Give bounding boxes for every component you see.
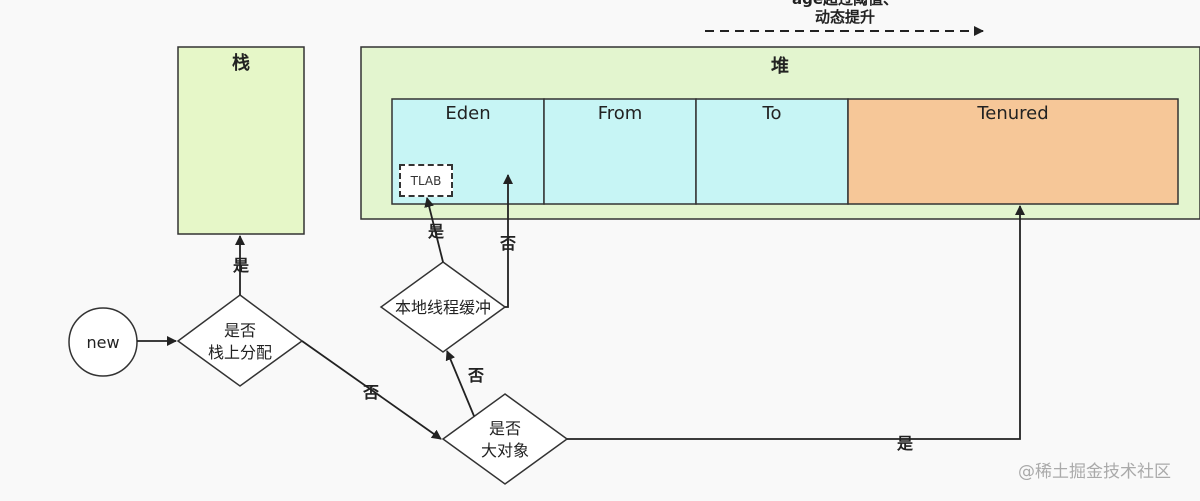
tenured-label: Tenured [977, 103, 1049, 124]
stack-box [177, 46, 305, 235]
from-region [543, 98, 697, 205]
to-label: To [762, 103, 782, 124]
tlab-box: TLAB [399, 164, 453, 197]
edge-buffer-to-tlab [424, 197, 444, 263]
edge-label-big-no: 否 [467, 366, 485, 385]
from-label: From [597, 103, 643, 124]
new-label: new [86, 333, 120, 352]
edge-decision-to-bigobject [301, 340, 442, 440]
promotion-label-line2: 动态提升 [814, 8, 876, 26]
to-region [695, 98, 849, 205]
stack-alloc-decision [176, 294, 304, 387]
stack-title: 栈 [232, 53, 250, 74]
watermark: @稀土掘金技术社区 [1018, 462, 1171, 482]
stack-decision-line2: 栈上分配 [207, 343, 273, 362]
heap-title: 堆 [771, 56, 789, 77]
big-object-line1: 是否 [488, 419, 522, 438]
promotion-label-line1: age超过阈值、 [792, 0, 898, 8]
thread-buffer-label: 本地线程缓冲 [394, 298, 492, 317]
edge-label-big-yes: 是 [896, 434, 914, 453]
big-object-decision [441, 393, 569, 485]
new-node [68, 307, 138, 377]
edge-label-tlab-yes: 是 [427, 222, 445, 241]
eden-label: Eden [445, 103, 491, 124]
big-object-line2: 大对象 [480, 441, 530, 460]
stack-decision-line1: 是否 [223, 321, 257, 340]
edge-buffer-to-eden [503, 174, 513, 308]
thread-buffer-decision [379, 261, 507, 353]
edge-label-stack-yes: 是 [232, 256, 250, 275]
edge-label-tlab-no: 否 [499, 234, 517, 253]
edge-bigobject-to-buffer [445, 350, 475, 417]
edge-bigobject-to-tenured [567, 205, 1025, 440]
tenured-region [847, 98, 1179, 205]
edge-label-stack-no: 否 [362, 383, 380, 402]
